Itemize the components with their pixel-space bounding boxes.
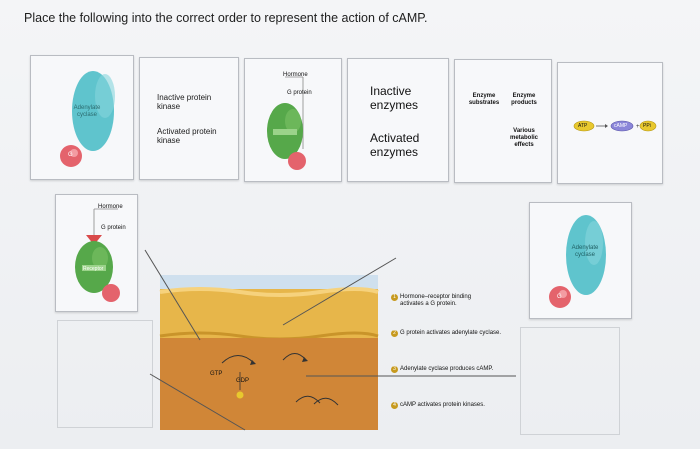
enzyme-substrates-label: Enzyme substrates [468, 93, 500, 106]
receptor-icon [75, 208, 120, 302]
card-protein-kinase[interactable]: Inactive protein kinase Activated protei… [139, 57, 239, 180]
step-text: G protein activates adenylate cyclase. [400, 330, 502, 336]
adenylate-cyclase-right-label: Adenylate cyclase [571, 245, 599, 258]
step-1: 1 Hormone–receptor binding activates a G… [391, 294, 491, 308]
card-hormone-receptor[interactable]: Hormone G protein Receptor [55, 194, 138, 312]
step-3: 3 Adenylate cyclase produces cAMP. [391, 366, 521, 373]
card-enzymes[interactable]: Inactive enzymes Activated enzymes [347, 58, 449, 182]
g-letter-right: G [557, 294, 562, 300]
g-protein-label: G protein [287, 90, 312, 96]
ppi-label: PPi [643, 123, 651, 129]
enzyme-products-label: Enzyme products [511, 93, 537, 106]
card-adenylate-cyclase-top[interactable]: Adenylate cyclase G [30, 55, 134, 180]
instruction-text: Place the following into the correct ord… [24, 11, 428, 25]
gtp-label: GTP [210, 371, 223, 377]
inactive-enzymes-label: Inactive enzymes [370, 84, 419, 112]
atp-camp-icon: + [573, 120, 657, 132]
drop-slot-left[interactable] [57, 320, 153, 428]
adenylate-cyclase-right-icon [549, 215, 606, 308]
camp-label: cAMP [614, 123, 628, 129]
card-atp-camp[interactable]: + ATP cAMP PPi [557, 62, 663, 184]
adenylate-cyclase-label: Adenylate cyclase [73, 105, 101, 118]
svg-text:+: + [636, 124, 640, 130]
step-number: 3 [391, 366, 398, 373]
step-2: 2 G protein activates adenylate cyclase. [391, 330, 521, 337]
step-number: 1 [391, 294, 398, 301]
metabolic-effects-label: Various metabolic effects [509, 128, 538, 148]
g-protein-label-left: G protein [101, 225, 126, 231]
step-4: 4 cAMP activates protein kinases. [391, 402, 521, 409]
card-adenylate-cyclase-right[interactable]: Adenylate cyclase G [529, 202, 632, 319]
g-letter: G [68, 152, 73, 158]
atp-label: ATP [578, 123, 588, 129]
activated-protein-kinase-label: Activated protein kinase [157, 127, 217, 145]
activated-enzymes-label: Activated enzymes [370, 131, 420, 159]
hormone-label: Hormone [283, 72, 308, 78]
step-number: 2 [391, 330, 398, 337]
gdp-label: GDP [236, 378, 250, 384]
step-text: cAMP activates protein kinases. [400, 402, 485, 408]
card-g-protein-hormone[interactable]: Hormone G protein [244, 58, 342, 182]
adenylate-cyclase-icon [60, 71, 115, 167]
step-text: Adenylate cyclase produces cAMP. [400, 366, 494, 372]
drop-slot-right[interactable] [520, 327, 620, 435]
card-enzyme-products[interactable]: Enzyme substrates Enzyme products Variou… [454, 59, 552, 183]
inactive-protein-kinase-label: Inactive protein kinase [157, 93, 212, 111]
g-protein-icon [267, 76, 306, 170]
receptor-label: Receptor [83, 266, 104, 272]
step-text: Hormone–receptor binding activates a G p… [400, 294, 472, 307]
hormone-label-left: Hormone [98, 204, 123, 210]
step-number: 4 [391, 402, 398, 409]
